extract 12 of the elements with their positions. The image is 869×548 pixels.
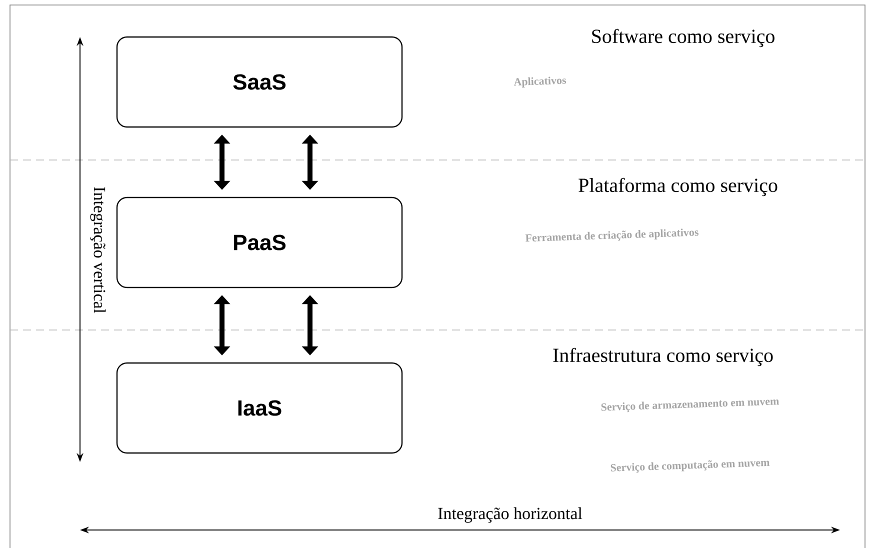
layer-box: SaaS (116, 36, 403, 128)
layer-heading: Plataforma como serviço (578, 178, 778, 196)
example-label: Ferramenta de criação de aplicativos (525, 228, 698, 242)
layer-heading: Infraestrutura como serviço (553, 348, 773, 366)
example-label: Serviço de computação em nuvem (610, 460, 770, 473)
axis-label: Integração horizontal (438, 507, 582, 523)
layer-box: IaaS (116, 362, 403, 454)
example-label: Aplicativos (514, 76, 566, 88)
layer-box: PaaS (116, 196, 403, 288)
axis-label: Integração vertical (90, 187, 106, 314)
layer-heading: Software como serviço (592, 28, 774, 48)
example-label: Serviço de armazenamento em nuvem (601, 399, 780, 412)
